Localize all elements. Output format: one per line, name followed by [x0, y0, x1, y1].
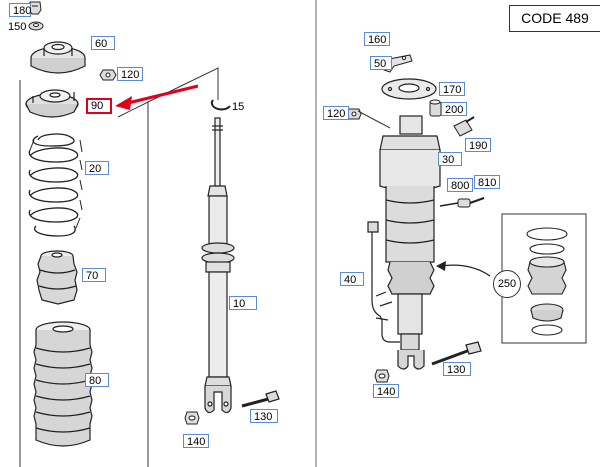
callout-120-left[interactable]: 120 [117, 67, 143, 81]
callout-70[interactable]: 70 [82, 268, 106, 282]
callout-10[interactable]: 10 [229, 296, 257, 310]
callout-150[interactable]: 150 [8, 21, 27, 33]
callout-810[interactable]: 810 [474, 175, 500, 189]
part-80-dust-boot-icon [33, 321, 93, 447]
part-120-nut-icon [99, 69, 117, 81]
callout-140-right[interactable]: 140 [373, 384, 399, 398]
kit-arrow-icon [436, 261, 491, 277]
part-40-sensor-cable-icon [367, 221, 400, 343]
part-90-spring-seat-icon [25, 89, 79, 118]
part-800-connector-icon [439, 197, 485, 208]
part-140-nut-icon-right [374, 369, 390, 383]
callout-160[interactable]: 160 [364, 32, 390, 46]
callout-140-left[interactable]: 140 [183, 434, 209, 448]
callout-200[interactable]: 200 [441, 102, 467, 116]
highlight-arrow-icon [115, 84, 199, 110]
callout-130-left[interactable]: 130 [250, 409, 278, 423]
part-15-clip-icon [210, 99, 231, 111]
callout-30[interactable]: 30 [438, 152, 462, 166]
callout-250[interactable]: 250 [493, 270, 521, 298]
callout-180[interactable]: 180 [9, 3, 31, 17]
part-70-bump-stop-icon [36, 250, 78, 305]
callout-120-right[interactable]: 120 [323, 106, 349, 120]
part-190-fitting-icon [453, 116, 475, 137]
part-130-bolt-icon [241, 390, 280, 408]
part-10-shock-absorber-icon [201, 117, 235, 414]
part-60-top-mount-icon [30, 41, 86, 74]
part-170-mount-plate-icon [381, 78, 437, 100]
part-30-air-strut-icon [379, 115, 441, 370]
callout-130-right[interactable]: 130 [443, 362, 471, 376]
part-250-boot-kit-icon [526, 227, 568, 336]
callout-190[interactable]: 190 [465, 138, 491, 152]
callout-15[interactable]: 15 [232, 101, 245, 113]
part-150-nut-icon [28, 21, 44, 31]
part-120-nut-icon-right [346, 108, 362, 120]
part-200-valve-icon [429, 99, 442, 117]
part-140-nut-icon [184, 411, 200, 425]
callout-80[interactable]: 80 [85, 373, 109, 387]
callout-90-highlighted[interactable]: 90 [86, 98, 112, 114]
callout-40[interactable]: 40 [340, 272, 364, 286]
callout-60[interactable]: 60 [91, 36, 115, 50]
code-label: CODE 489 [509, 5, 600, 32]
part-130-bolt-icon-right [431, 341, 482, 366]
callout-170[interactable]: 170 [439, 82, 465, 96]
part-20-coil-spring-icon [28, 133, 83, 237]
callout-50[interactable]: 50 [370, 56, 392, 70]
callout-20[interactable]: 20 [85, 161, 109, 175]
callout-800[interactable]: 800 [447, 178, 473, 192]
